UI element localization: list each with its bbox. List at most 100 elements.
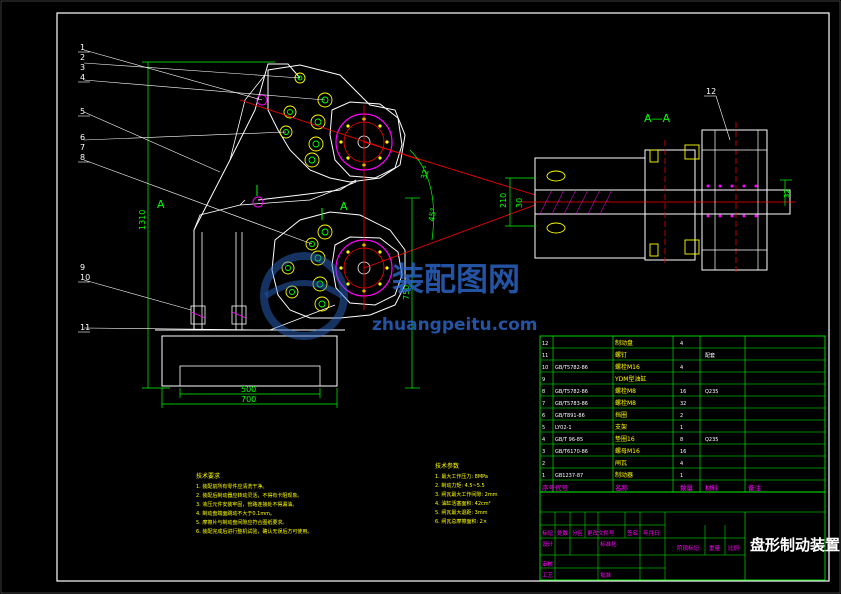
bom-header-name: 名称: [615, 483, 629, 492]
spring-units: [190, 305, 247, 325]
dim-lines: [142, 61, 435, 408]
dim-750: 750: [402, 285, 411, 300]
bom-cell-name: YDM型油缸: [614, 375, 646, 383]
bom-header-material: 材料: [705, 483, 719, 492]
balloon-11: 11: [80, 323, 90, 332]
bom-cell-no: 3: [542, 449, 545, 455]
bom-cell-code: GB/T 96-85: [555, 437, 583, 443]
bom-cell-code: GB/T6170-86: [555, 449, 588, 455]
notes-left-line-6: 6. 装配完成后进行整机试验，确认无误后方可使用。: [196, 528, 312, 535]
balloon-6: 6: [80, 133, 85, 142]
bom-cell-qty: 4: [680, 365, 683, 371]
bom-columns: [552, 336, 746, 492]
bom-cell-name: 螺母M16: [615, 447, 640, 455]
watermark-logo: [260, 252, 348, 340]
title-label-5: 签名: [627, 529, 638, 537]
bom-cell-qty: 32: [680, 401, 686, 407]
balloon-3: 3: [80, 63, 85, 72]
flange-lines: [702, 130, 767, 270]
dim-angle: 32°: [419, 164, 431, 180]
balloon-9: 9: [80, 263, 85, 272]
title-label-3: 分区: [572, 529, 584, 537]
notes-right-line-4: 4. 油缸活塞面积: 42cm²: [435, 500, 491, 507]
section-view-label: A—A: [644, 112, 671, 125]
bom-cell-name: 制动器: [615, 471, 633, 479]
notes-left-line-2: 2. 装配后制动器应转动灵活，不得有卡阻现象。: [196, 492, 302, 499]
bom-cell-no: 11: [542, 353, 548, 359]
bom-cell-material: Q235: [705, 389, 718, 395]
title-label3-1: 审核: [542, 560, 554, 568]
bom-cell-material: 配套: [705, 352, 715, 359]
bom-header-no: 序号: [542, 483, 556, 492]
title-label2-2: 标准化: [600, 540, 617, 548]
title-frame: [539, 491, 826, 581]
bom-cell-no: 9: [542, 377, 545, 383]
dim-30: 30: [515, 198, 524, 208]
dim-210: 210: [499, 193, 508, 208]
section-view: A—A: [499, 112, 795, 275]
balloon-rules: [78, 51, 731, 333]
bom-cell-qty: 1: [680, 425, 683, 431]
bom-cell-name: 垫圈16: [615, 435, 635, 443]
watermark: 装配图网 zhuangpeitu.com: [260, 252, 538, 340]
bom-cell-no: 8: [542, 389, 545, 395]
bom-cell-name: 制动盘: [615, 339, 633, 347]
notes-right-line-2: 2. 制动力矩: 4.5~5.5: [435, 482, 485, 489]
title-block: 标记 处数 分区 更改文件号 签名 年月日 设计 标准化 阶段标记 重量 比例 …: [539, 491, 840, 581]
title-label2-4: 重量: [709, 544, 721, 552]
bom-cell-qty: 16: [680, 389, 686, 395]
bom-cell-name: 螺栓M16: [615, 363, 640, 371]
bom-cell-no: 5: [542, 425, 545, 431]
disc-bolt-dots: [339, 117, 389, 293]
title-main: 盘形制动装置: [750, 536, 840, 554]
bom-cell-name: 支架: [615, 423, 627, 431]
watermark-cn: 装配图网: [392, 260, 520, 298]
section-bolts: [546, 144, 700, 257]
bom-cell-no: 1: [542, 473, 545, 479]
notes-right-line-1: 1. 最大工作压力: 8MPa: [435, 473, 488, 480]
bom-cell-qty: 16: [680, 449, 686, 455]
section-block: [534, 157, 646, 259]
dim-32: 32: [783, 189, 791, 198]
section-mark-a1: A: [157, 198, 165, 211]
connecting-rod: [257, 179, 357, 201]
lower-disc-outline: [331, 236, 403, 306]
title-label-1: 标记: [542, 529, 554, 537]
notes-left: 技术要求 1. 装配前所有零件应清洗干净。 2. 装配后制动器应转动灵活，不得有…: [196, 472, 312, 535]
notes-right-line-3: 3. 闸瓦最大工作间隙: 2mm: [435, 491, 498, 498]
bom-cell-no: 7: [542, 401, 545, 407]
base-inner: [179, 365, 321, 387]
title-label2-5: 比例: [728, 544, 740, 552]
balloon-7: 7: [80, 143, 85, 152]
bom-header-qty: 数量: [680, 483, 694, 492]
bom-cell-code: GB/T891-86: [555, 413, 585, 419]
bom-cell-no: 4: [542, 437, 545, 443]
balloon-1: 1: [80, 43, 85, 52]
balloon-4: 4: [80, 73, 85, 82]
upper-disc-outline: [329, 101, 403, 179]
section-mark-a2: A: [340, 200, 348, 213]
bom-header-code: 代号: [555, 483, 569, 492]
title-label3-3: 批准: [600, 571, 612, 579]
lower-arm: [271, 211, 406, 319]
bom-cell-code: LY02-1: [555, 425, 572, 431]
bom-cell-no: 10: [542, 365, 548, 371]
bom-cell-qty: 2: [680, 413, 683, 419]
bom-cell-no: 2: [542, 461, 545, 467]
bom-cell-qty: 4: [680, 341, 683, 347]
frame-left-edge: [193, 63, 301, 231]
dim-700: 700: [241, 395, 256, 404]
title-label2-1: 设计: [542, 540, 554, 548]
flange-dots: [706, 184, 758, 218]
notes-right-line-6: 6. 闸瓦总摩擦面积: 2×: [435, 518, 487, 525]
title-label-2: 处数: [557, 529, 569, 537]
drawing-border: [56, 12, 830, 582]
bom-cell-name: 闸瓦: [615, 459, 627, 467]
notes-right-title: 技术参数: [435, 462, 459, 470]
bom-cell-name: 挡圈: [615, 411, 627, 419]
bom-cell-no: 12: [542, 341, 548, 347]
bom-cell-code: GB/T5782-86: [555, 389, 588, 395]
bom-cell-code: GB1237-87: [555, 473, 583, 479]
